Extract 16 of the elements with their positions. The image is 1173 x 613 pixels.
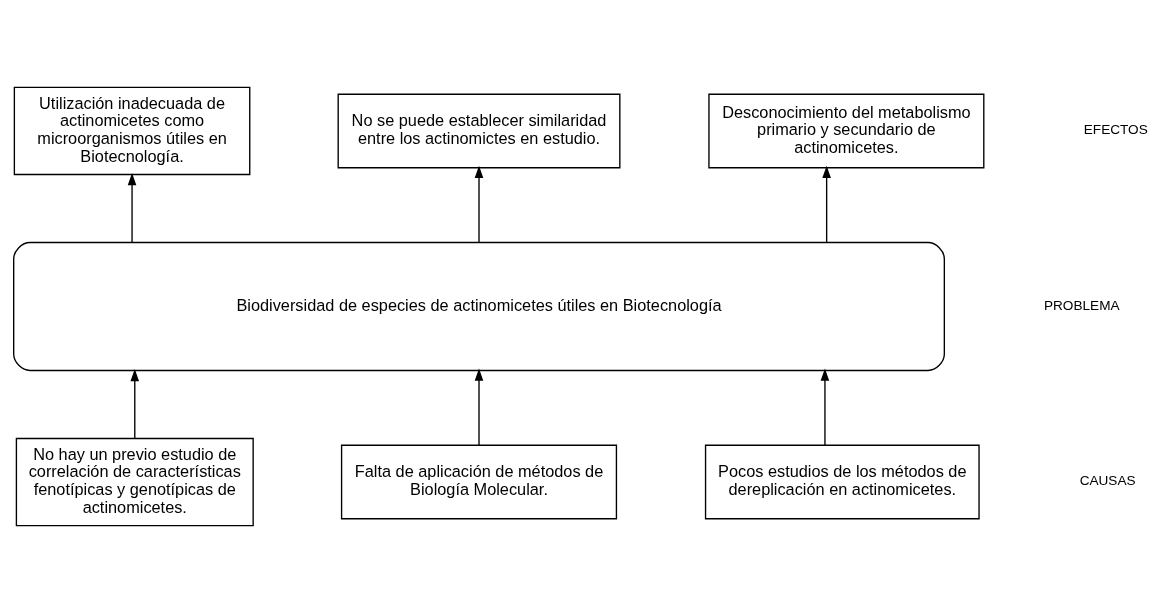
- arrow: [474, 368, 484, 446]
- arrow: [822, 165, 831, 243]
- arrow: [127, 173, 137, 243]
- node-box: Pocos estudios de los métodos de dereplicación en actinomicetes.: [704, 444, 980, 520]
- arrow: [474, 165, 484, 243]
- label: CAUSAS: [1079, 473, 1136, 489]
- label: PROBLEMA: [1043, 297, 1120, 313]
- node-box: Biodiversidad de especies de actinomicetes útiles en Biotecnología: [13, 241, 945, 372]
- arrow: [820, 368, 830, 446]
- node-box: Falta de aplicación de métodos de Biología Molecular.: [340, 444, 618, 520]
- node-box: No se puede establecer similaridad entre los actinomictes en estudio.: [337, 93, 621, 169]
- node-box: Utilización inadecuada de actinomicetes como microorganismos útiles en Biotecnología.: [13, 86, 251, 176]
- node-box: No hay un previo estudio de correlación de características fenotípicas y genotípicas de actinomicetes.: [15, 437, 254, 527]
- node-box: Desconocimiento del metabolismo primario y secundario de actinomicetes.: [708, 93, 985, 169]
- arrow: [130, 368, 140, 439]
- label: EFECTOS: [1083, 122, 1148, 138]
